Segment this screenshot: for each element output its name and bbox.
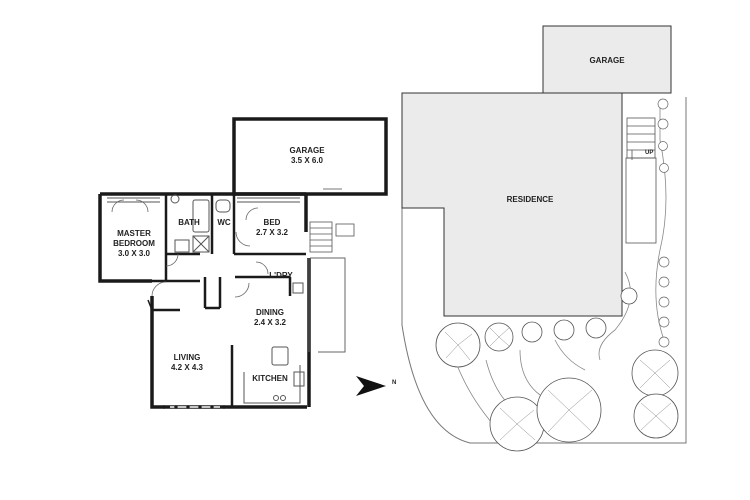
north-arrow: N <box>356 376 396 396</box>
garage-name: GARAGE <box>289 146 325 155</box>
site-stairs-label: UP <box>645 150 653 156</box>
bed-size: 2.7 X 3.2 <box>256 228 289 237</box>
door-swings <box>111 199 269 311</box>
bath-name: BATH <box>178 218 200 227</box>
kitchen-fixtures <box>243 282 305 404</box>
dining-size: 2.4 X 3.2 <box>254 318 287 327</box>
tree-icon <box>553 319 575 341</box>
garage-room <box>232 117 388 196</box>
lot-boundary <box>401 97 687 444</box>
master-name-2: BEDROOM <box>113 239 155 248</box>
living-size: 4.2 X 4.3 <box>171 363 204 372</box>
site-garage-label: GARAGE <box>589 56 625 65</box>
wc-name: WC <box>217 218 231 227</box>
site-residence-label: RESIDENCE <box>507 195 554 204</box>
site-residence <box>401 92 623 317</box>
shrubs <box>657 98 670 348</box>
kitchen-name: KITCHEN <box>252 374 288 383</box>
tree-branches <box>444 327 672 441</box>
living-name: LIVING <box>174 353 201 362</box>
deck <box>308 257 346 353</box>
rear-steps <box>309 221 355 253</box>
garage-size: 3.5 X 6.0 <box>291 156 324 165</box>
tree-icon <box>585 317 607 339</box>
master-size: 3.0 X 3.0 <box>118 249 151 258</box>
north-label: N <box>392 380 396 386</box>
tree-icon <box>521 321 543 343</box>
bed-name: BED <box>264 218 281 227</box>
ldry-name: L'DRY <box>269 271 293 280</box>
windows <box>162 405 226 409</box>
wardrobes <box>107 197 300 203</box>
room-labels: GARAGE 3.5 X 6.0 MASTER BEDROOM 3.0 X 3.… <box>113 146 325 383</box>
master-name: MASTER <box>117 229 151 238</box>
site-stairs <box>625 117 657 244</box>
interior-walls <box>150 194 306 407</box>
site-garage <box>542 25 672 94</box>
tree-icon <box>620 287 638 305</box>
north-arrow-icon <box>356 376 386 396</box>
site-plan: GARAGE RESIDENCE UP <box>401 25 687 452</box>
floor-plan <box>98 117 388 409</box>
dining-name: DINING <box>256 308 284 317</box>
bath-fixtures <box>170 194 231 253</box>
